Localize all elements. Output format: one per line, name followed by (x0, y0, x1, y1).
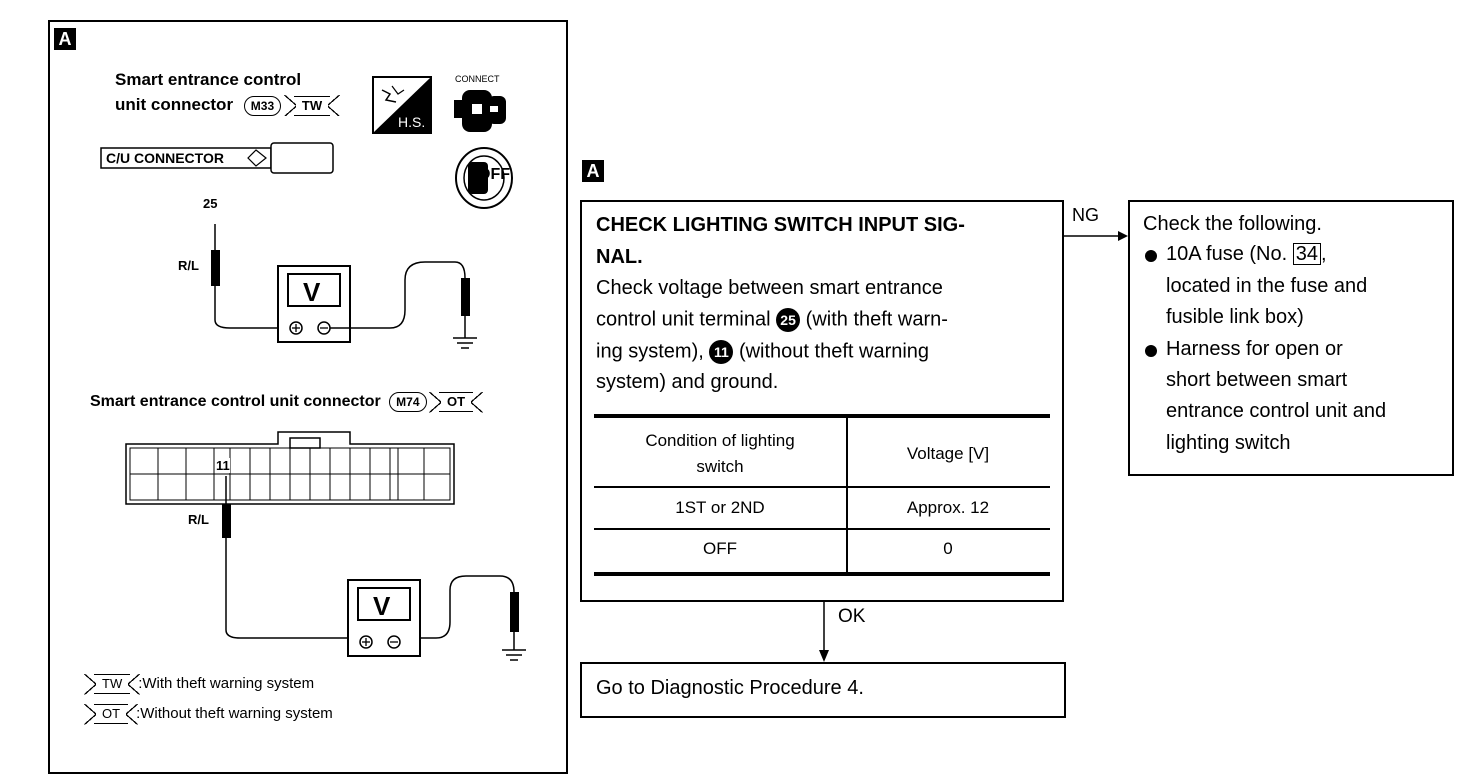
voltmeter-bottom-circuit: V (210, 476, 540, 666)
svg-text:V: V (303, 277, 321, 307)
bullet-icon (1145, 345, 1157, 357)
ignition-off-icon: OFF (450, 142, 516, 212)
table-cell-r1-c1: 1ST or 2ND (675, 498, 765, 517)
wire-rl-top-label: R/L (178, 258, 199, 273)
legend-ot-text: :Without theft warning system (136, 704, 333, 722)
hs-label: H.S. (398, 114, 426, 130)
terminal-25-badge: 25 (776, 308, 801, 332)
ng-item2-line3: entrance control unit and (1166, 400, 1387, 422)
table-cell-r2-c2: 0 (943, 539, 953, 558)
wire-rl-bottom-label: R/L (188, 512, 209, 527)
ng-item1-line3: fusible link box) (1166, 306, 1304, 328)
connector-code-m74: M74 (389, 392, 427, 412)
ng-item2-line2: short between smart (1166, 369, 1348, 391)
terminal-11-label: 11 (216, 458, 230, 473)
legend-ot-badge: OT (83, 703, 139, 725)
table-bottom-rule (594, 572, 1050, 576)
cu-connector-label: C/U CONNECTOR (106, 150, 224, 166)
connector-plug-icon (452, 86, 508, 136)
variant-ot-badge: OT (428, 391, 484, 413)
check-box-body-line1: Check voltage between smart entrance (596, 277, 943, 299)
terminal-11-badge: 11 (709, 340, 734, 364)
top-connector-title-line1: Smart entrance control (115, 70, 302, 89)
table-top-rule (594, 414, 1050, 418)
ng-label: NG (1072, 205, 1099, 225)
table-header-rule (594, 486, 1050, 488)
check-box-title-line2: NAL. (596, 246, 643, 268)
cu-connector-bar (100, 140, 336, 176)
ng-item1-line2: located in the fuse and (1166, 275, 1368, 297)
body-line3a: ing system), (596, 340, 704, 363)
table-cell-r1-c2: Approx. 12 (906, 498, 990, 517)
terminal-25-label: 25 (203, 196, 218, 211)
go-to-procedure-box (580, 662, 1066, 718)
table-row-rule (594, 528, 1050, 530)
bottom-connector-title-text: Smart entrance control unit connector (90, 393, 381, 411)
ng-item2-line4: lighting switch (1166, 432, 1291, 454)
connector-m74-face (118, 428, 463, 518)
flow-tag-a: A (582, 160, 604, 182)
ng-box-title: Check the following. (1143, 213, 1322, 235)
fuse-number-badge: 34 (1292, 243, 1321, 265)
bottom-connector-title: Smart entrance control unit connector M7… (90, 391, 484, 413)
ok-arrow (814, 602, 834, 662)
legend-item-tw: TW:With theft warning system (83, 673, 315, 695)
body-line2b: (with theft warn- (805, 308, 948, 331)
legend-tw-badge: TW (83, 673, 141, 695)
body-line3b: (without theft warning (738, 340, 930, 363)
check-box-title-line1: CHECK LIGHTING SWITCH INPUT SIG- (596, 214, 965, 236)
check-box-body-line2: control unit terminal 25 (with theft war… (596, 308, 948, 332)
switch-off-label: OFF (478, 166, 510, 183)
ng-item1-line1: 10A fuse (No. 34, (1166, 243, 1327, 266)
legend-item-ot: OT:Without theft warning system (83, 703, 333, 725)
table-col-divider (846, 418, 848, 572)
ng-item1-text: 10A fuse (No. (1166, 243, 1288, 265)
ng-item1-comma: , (1321, 243, 1327, 265)
panel-tag-a: A (54, 28, 76, 50)
connector-code-m33: M33 (243, 95, 282, 116)
legend-tw-text: :With theft warning system (138, 674, 315, 692)
top-connector-title-line2: unit connector M33 TW (115, 95, 341, 117)
variant-tw-badge: TW (283, 95, 341, 117)
ng-item2-line1: Harness for open or (1166, 338, 1343, 360)
top-connector-title-text: unit connector (115, 95, 234, 114)
bullet-icon (1145, 250, 1157, 262)
ng-arrow (1064, 226, 1130, 246)
voltmeter-top-circuit: V (200, 220, 500, 360)
table-header-condition-line2: switch (696, 457, 744, 476)
body-line2a: control unit terminal (596, 308, 771, 331)
table-header-voltage: Voltage [V] (906, 444, 990, 463)
ng-check-box (1128, 200, 1454, 476)
connect-label: CONNECT (455, 74, 500, 84)
table-cell-r2-c1: OFF (703, 539, 737, 558)
check-lighting-switch-box (580, 200, 1064, 602)
svg-text:V: V (373, 591, 391, 621)
go-to-procedure-text: Go to Diagnostic Procedure 4. (596, 677, 864, 699)
check-box-body-line3: ing system), 11 (without theft warning (596, 340, 929, 364)
ok-label: OK (838, 606, 866, 627)
table-header-condition-line1: Condition of lighting (645, 431, 795, 450)
harness-side-icon: H.S. (372, 76, 432, 134)
wiring-diagram-panel (48, 20, 568, 774)
check-box-body-line4: system) and ground. (596, 371, 779, 393)
